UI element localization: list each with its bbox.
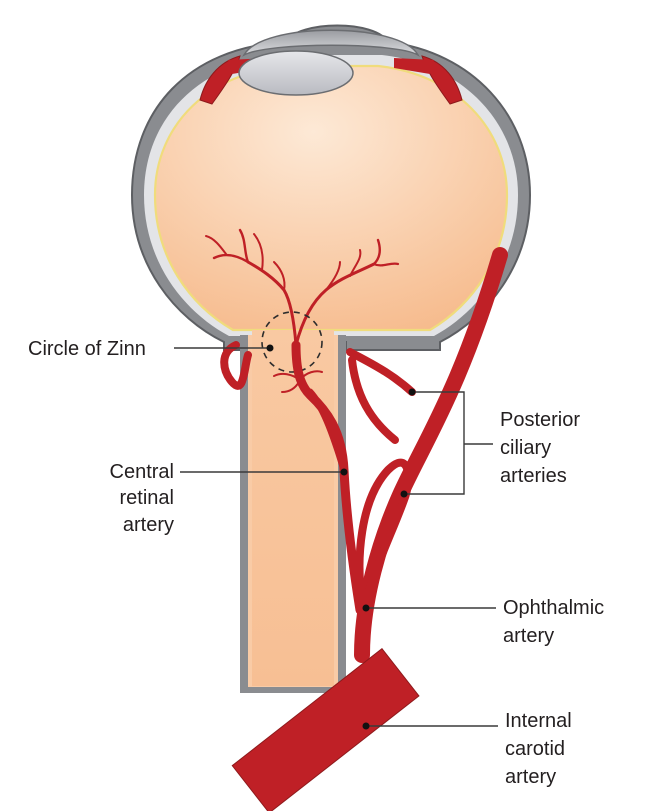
internal-carotid-artery-line2: carotid xyxy=(505,738,565,760)
posterior-ciliary-arteries-line2: ciliary xyxy=(500,437,551,459)
label-internal-carotid-artery: Internal carotid artery xyxy=(363,710,572,788)
central-retinal-artery-line1: Central xyxy=(110,461,174,483)
posterior-ciliary-arteries-line3: arteries xyxy=(500,465,567,487)
ophthalmic-artery-line2: artery xyxy=(503,625,554,647)
internal-carotid-artery-line3: artery xyxy=(505,766,556,788)
eyeball xyxy=(132,26,530,351)
optic-nerve xyxy=(240,330,346,693)
central-retinal-artery-line2: retinal xyxy=(120,487,174,509)
central-retinal-artery-line3: artery xyxy=(123,514,174,536)
internal-carotid-artery-line1: Internal xyxy=(505,710,572,732)
circle-of-zinn-text: Circle of Zinn xyxy=(28,338,146,360)
vitreous-body xyxy=(155,66,507,330)
label-ophthalmic-artery: Ophthalmic artery xyxy=(363,597,605,647)
optic-nerve-core xyxy=(252,330,334,686)
posterior-ciliary-arteries-line1: Posterior xyxy=(500,409,580,431)
ophthalmic-artery-line1: Ophthalmic xyxy=(503,597,604,619)
lens xyxy=(239,51,353,95)
